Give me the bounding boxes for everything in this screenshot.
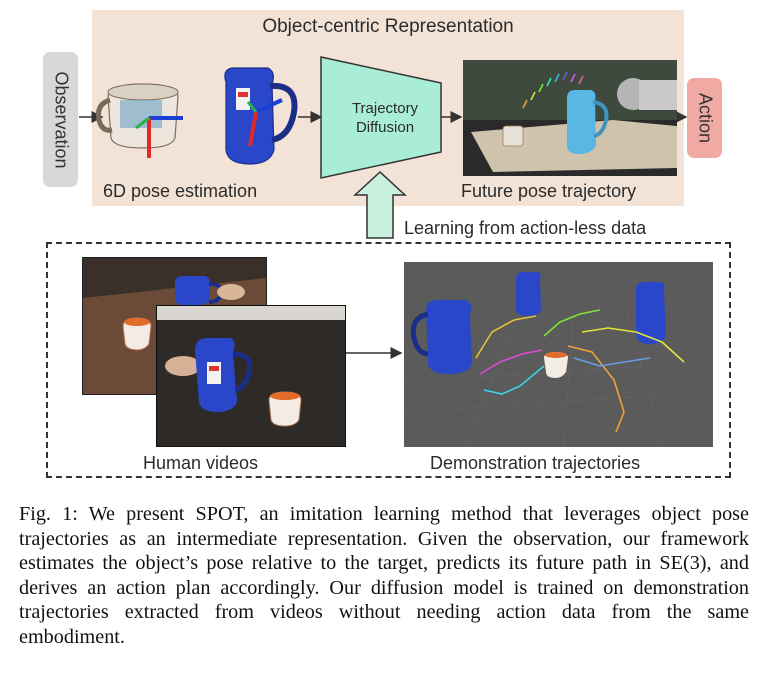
observation-box: Observation bbox=[43, 52, 78, 187]
future-trajectory-scene bbox=[463, 60, 677, 176]
learning-up-arrow bbox=[353, 170, 407, 239]
diagram-graphics bbox=[79, 56, 688, 359]
future-trajectory-image bbox=[463, 60, 677, 176]
mug-object bbox=[96, 83, 183, 158]
learning-label: Learning from action-less data bbox=[404, 218, 647, 238]
human-video-scene-front bbox=[157, 306, 345, 446]
representation-title: Object-centric Representation bbox=[262, 16, 514, 37]
demonstration-trajectories-caption: Demonstration trajectories bbox=[430, 453, 641, 473]
diffusion-label: Trajectory Diffusion bbox=[330, 99, 440, 137]
human-videos-caption: Human videos bbox=[143, 453, 259, 473]
demonstration-trajectories-scene bbox=[404, 262, 713, 447]
future-trajectory-caption: Future pose trajectory bbox=[461, 181, 637, 201]
diffusion-label-line1: Trajectory bbox=[351, 100, 419, 117]
pitcher-object bbox=[224, 67, 298, 165]
pose-estimation-caption: 6D pose estimation bbox=[103, 181, 258, 201]
action-box: Action bbox=[687, 78, 722, 158]
human-video-frame-front bbox=[156, 305, 346, 447]
demonstration-trajectories-image bbox=[404, 262, 713, 447]
diffusion-trapezoid bbox=[320, 56, 442, 179]
diffusion-label-line2: Diffusion bbox=[355, 119, 415, 136]
figure-caption: Fig. 1: We present SPOT, an imitation le… bbox=[19, 503, 749, 648]
learning-data-box bbox=[46, 242, 731, 478]
